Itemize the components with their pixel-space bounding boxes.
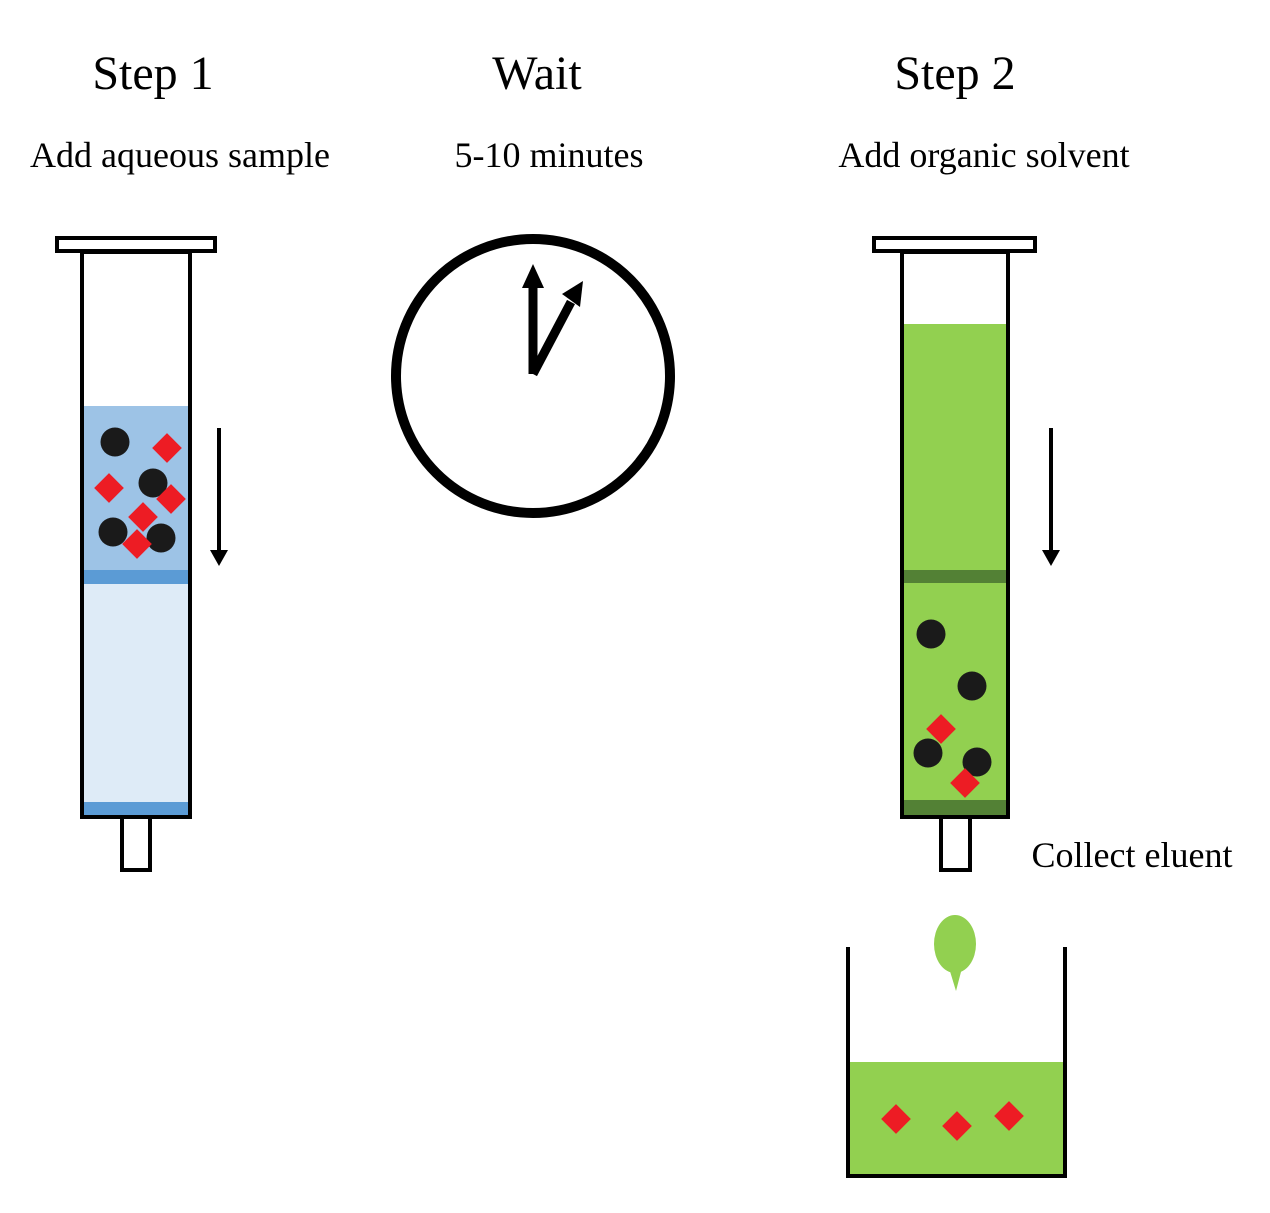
black-circle-particle xyxy=(913,738,943,768)
step2-column-body xyxy=(900,250,1010,819)
step1-sorbent-bed xyxy=(84,584,188,802)
clock-hands xyxy=(522,264,583,377)
droplet-icon xyxy=(934,915,976,991)
beaker-bottom-wall xyxy=(846,1174,1067,1178)
collect-eluent-label: Collect eluent xyxy=(1031,835,1233,875)
wait-subtitle: 5-10 minutes xyxy=(454,135,644,175)
step2-column-outlet-tip xyxy=(939,815,972,872)
beaker-right-wall xyxy=(1063,947,1067,1178)
wait-title: Wait xyxy=(492,47,582,100)
step1-bottom-frit xyxy=(84,802,188,815)
step2-title: Step 2 xyxy=(894,47,1016,100)
step1-title: Step 1 xyxy=(92,47,214,100)
black-circle-particle xyxy=(957,671,987,701)
black-circle-particle xyxy=(916,619,946,649)
beaker-left-wall xyxy=(846,947,850,1178)
step1-column-outlet-tip xyxy=(120,815,152,872)
step1-subtitle: Add aqueous sample xyxy=(30,135,330,175)
step2-subtitle: Add organic solvent xyxy=(838,135,1130,175)
step2-eluting-bed xyxy=(904,583,1006,800)
step1-top-frit xyxy=(84,570,188,584)
step2-solvent-layer xyxy=(904,324,1006,570)
black-circle-particle xyxy=(146,523,176,553)
step1-column-flange xyxy=(55,236,217,253)
black-circle-particle xyxy=(100,427,130,457)
step2-bottom-frit xyxy=(904,800,1006,815)
step2-top-frit xyxy=(904,570,1006,583)
step2-column-flange xyxy=(872,236,1037,253)
